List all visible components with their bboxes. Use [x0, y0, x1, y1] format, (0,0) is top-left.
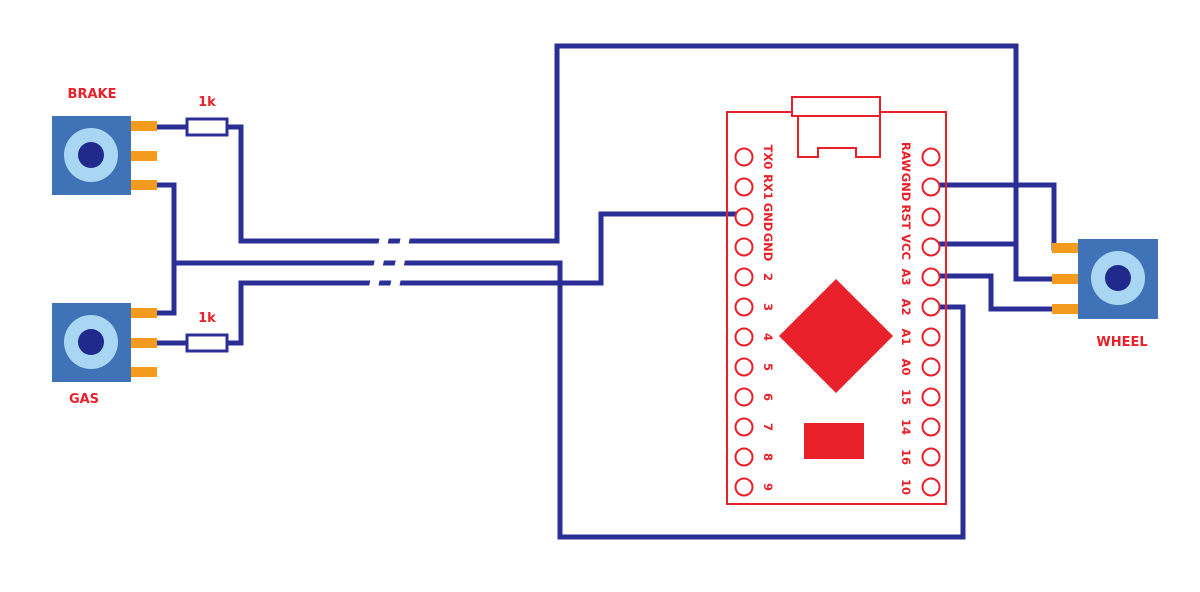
left-pad	[734, 327, 754, 347]
right-pad	[921, 297, 941, 317]
right-pin-label: A3	[899, 269, 913, 286]
board-pads	[734, 147, 941, 497]
right-pad	[921, 267, 941, 287]
right-pin-label: 16	[899, 449, 913, 465]
left-pin-label: 4	[761, 333, 775, 341]
left-pin-label: GND	[761, 233, 775, 262]
left-pad	[734, 147, 754, 167]
right-pad	[921, 177, 941, 197]
gas-potentiometer: GAS	[52, 303, 157, 407]
left-pad	[734, 297, 754, 317]
left-pad	[734, 387, 754, 407]
right-pin-label: GND	[899, 173, 913, 202]
left-pad	[734, 267, 754, 287]
wire-brake-signal	[225, 43, 1057, 282]
left-pad	[734, 447, 754, 467]
mcu-chip	[779, 279, 893, 393]
right-pad	[921, 387, 941, 407]
left-pad	[734, 357, 754, 377]
right-pin-label: A0	[899, 359, 913, 376]
left-pad	[734, 177, 754, 197]
wheel-potentiometer: WHEEL	[1052, 239, 1158, 350]
gas-label: GAS	[69, 392, 99, 407]
left-pad	[734, 417, 754, 437]
left-pin-label: 5	[761, 363, 775, 371]
wire-gnd-to-wheel	[932, 182, 1080, 251]
left-pin-label: 6	[761, 393, 775, 401]
wire-brake-gas-link	[128, 182, 177, 316]
right-pin-label: A1	[899, 329, 913, 346]
right-pad	[921, 357, 941, 377]
right-pad	[921, 237, 941, 257]
left-pin-label: GND	[761, 203, 775, 232]
right-pad	[921, 207, 941, 227]
right-pin-label: 14	[899, 419, 913, 435]
resistor-top-label: 1k	[198, 95, 216, 110]
wire-gas-signal	[225, 211, 744, 346]
right-pin-label: VCC	[899, 234, 913, 260]
right-pad	[921, 477, 941, 497]
resistor-top: 1k	[185, 95, 229, 137]
smd-component	[804, 423, 864, 459]
right-pin-label: A2	[899, 299, 913, 316]
right-pin-label: 10	[899, 479, 913, 495]
left-pin-label: 8	[761, 453, 775, 461]
wire-a3-to-wheel	[932, 273, 1080, 312]
left-pin-label: 9	[761, 483, 775, 491]
brake-potentiometer: BRAKE	[52, 87, 157, 195]
right-pad	[921, 327, 941, 347]
right-pad	[921, 147, 941, 167]
right-pin-label: RAW	[899, 142, 913, 172]
left-pin-label: 7	[761, 423, 775, 431]
left-pin-label: 2	[761, 273, 775, 281]
wire-break-marks	[367, 229, 412, 295]
right-pad	[921, 417, 941, 437]
right-pin-label: RST	[899, 205, 913, 230]
left-pad	[734, 207, 754, 227]
resistor-bottom-label: 1k	[198, 311, 216, 326]
left-pin-label: RX1	[761, 174, 775, 200]
left-pin-label: 3	[761, 303, 775, 311]
brake-label: BRAKE	[68, 87, 117, 102]
wheel-label: WHEEL	[1096, 335, 1147, 350]
left-pad	[734, 237, 754, 257]
left-pad	[734, 477, 754, 497]
wire-shared-ground	[171, 260, 966, 540]
right-pad	[921, 447, 941, 467]
left-pin-label: TX0	[761, 145, 775, 170]
right-pin-label: 15	[899, 389, 913, 405]
usb-connector	[791, 96, 881, 158]
resistor-bottom: 1k	[185, 311, 229, 353]
